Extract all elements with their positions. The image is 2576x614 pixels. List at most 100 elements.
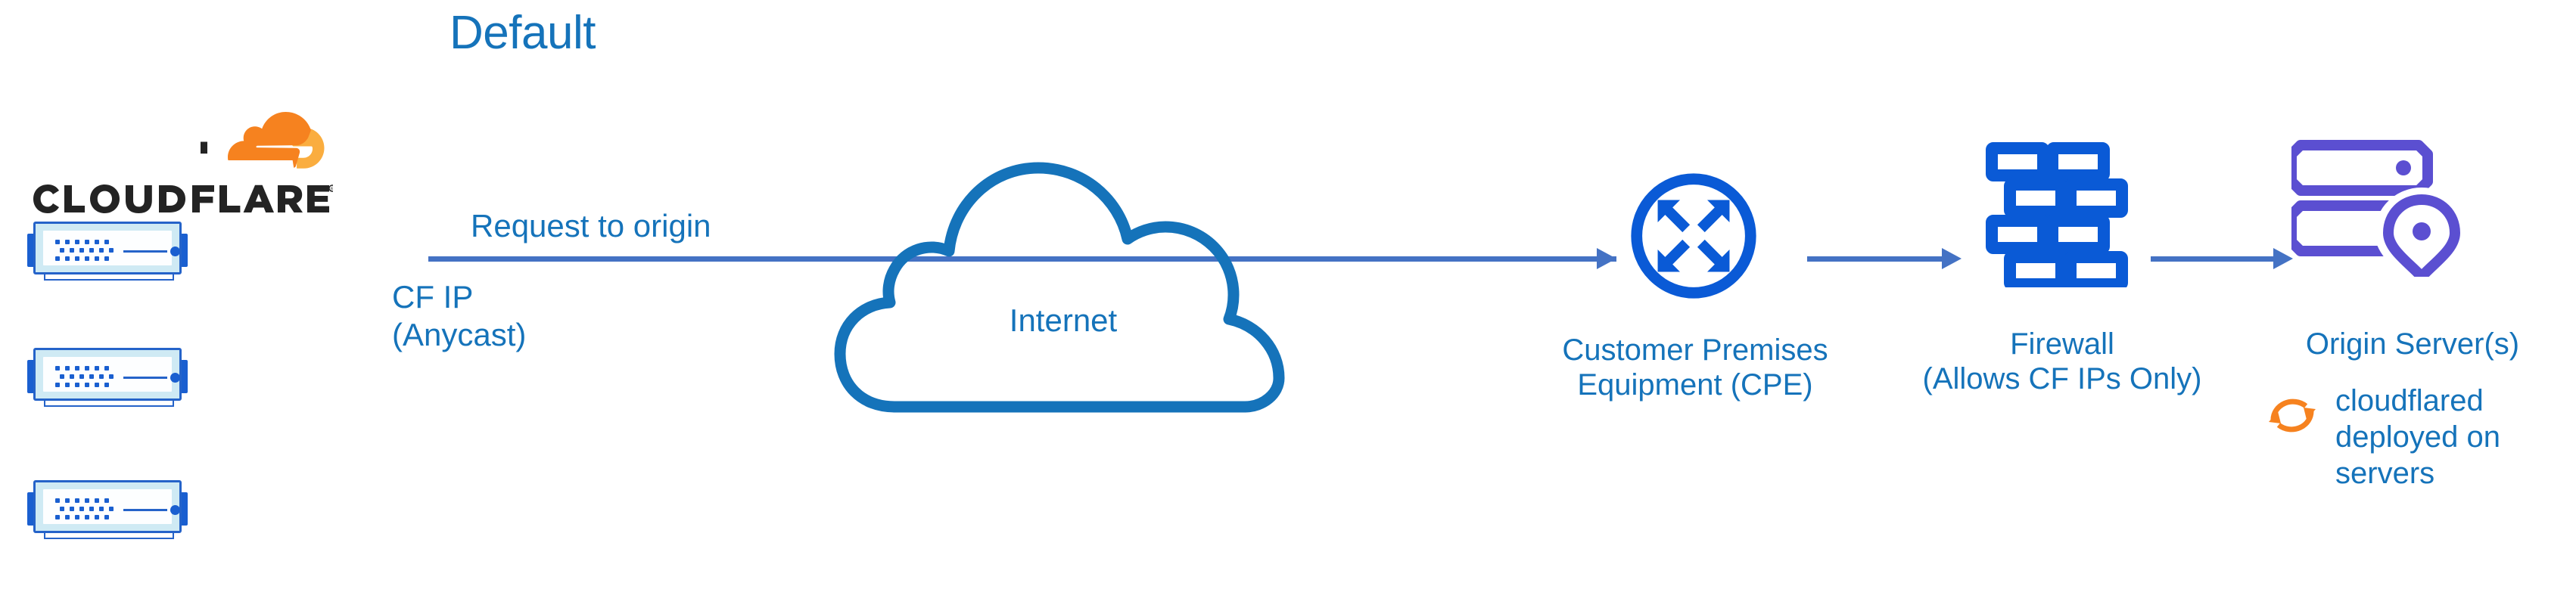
cf-ip-line-1: CF IP — [392, 279, 474, 315]
server-location-icon — [2286, 140, 2469, 294]
rack-vent-dot — [104, 256, 109, 261]
rack-vent-dot — [95, 256, 99, 261]
cloudflared-note-text: cloudflared deployed on servers — [2335, 383, 2547, 492]
cloudflared-note: cloudflared deployed on servers — [2263, 383, 2565, 519]
rack-vent-dot — [55, 366, 60, 371]
rack-status-led — [170, 373, 180, 383]
rack-body — [33, 222, 182, 274]
rack-vent-grid — [55, 240, 114, 264]
rack-vent-dot — [65, 256, 70, 261]
rack-vent-dot — [85, 256, 89, 261]
request-to-origin-label: Request to origin — [471, 208, 711, 243]
firewall-to-origin-arrow-line — [2151, 256, 2276, 262]
rack-status-led — [170, 505, 180, 515]
brick-wall-icon — [1986, 142, 2128, 290]
cloudflare-edge-server-rack-2 — [27, 348, 188, 407]
rack-vent-dot — [70, 248, 74, 253]
origin-server-node — [2286, 133, 2481, 294]
rack-vent-dot — [60, 507, 64, 511]
cpe-to-firewall-arrow-head — [1942, 248, 1962, 269]
rack-vent-dot — [55, 498, 60, 503]
rack-face — [43, 489, 180, 524]
rack-vent-dot — [109, 374, 114, 379]
rack-vent-dot — [85, 366, 89, 371]
request-arrow-head — [1597, 248, 1616, 269]
rack-slot-line — [123, 509, 167, 511]
rack-vent-dot — [70, 507, 74, 511]
rack-vent-dot — [104, 240, 109, 244]
rack-slot-line — [123, 250, 167, 253]
cloudflare-wordmark: R — [33, 185, 333, 213]
rack-vent-dot — [95, 498, 99, 503]
rack-vent-dot — [99, 374, 104, 379]
rack-vent-dot — [55, 515, 60, 519]
cpe-label: Customer Premises Equipment (CPE) — [1536, 333, 1854, 402]
cloudflared-note-line-3: servers — [2335, 457, 2435, 490]
rack-vent-dot — [99, 248, 104, 253]
rack-vent-dot — [109, 507, 114, 511]
rack-body — [33, 480, 182, 533]
rack-vent-grid — [55, 366, 114, 390]
rack-vent-dot — [104, 383, 109, 387]
rack-vent-dot — [75, 256, 79, 261]
rack-vent-dot — [95, 366, 99, 371]
page-title: Default — [450, 7, 596, 59]
rack-vent-dot — [60, 248, 64, 253]
rack-slot-line — [123, 377, 167, 379]
rack-vent-dot — [79, 248, 84, 253]
cf-ip-anycast-label: CF IP (Anycast) — [392, 278, 619, 354]
rack-vent-dot — [89, 248, 94, 253]
rack-vent-dot — [95, 240, 99, 244]
request-arrow-line — [428, 256, 1616, 262]
rack-vent-dot — [85, 515, 89, 519]
cpe-node — [1610, 168, 1777, 304]
rack-vent-dot — [104, 498, 109, 503]
rack-vent-dot — [89, 507, 94, 511]
internet-cloud-node: Internet — [832, 113, 1294, 416]
rack-vent-dot — [95, 383, 99, 387]
rack-vent-dot — [55, 240, 60, 244]
cloudflared-note-line-1: cloudflared — [2335, 384, 2484, 417]
rack-vent-dot — [75, 383, 79, 387]
rack-vent-dot — [65, 366, 70, 371]
router-icon — [1631, 173, 1756, 299]
cpe-label-line-1: Customer Premises — [1562, 333, 1828, 367]
cf-ip-line-2: (Anycast) — [392, 317, 527, 352]
rack-vent-dot — [55, 256, 60, 261]
rack-vent-dot — [79, 374, 84, 379]
rack-status-led — [170, 247, 180, 256]
cloudflare-brand: R — [30, 106, 333, 219]
rack-vent-dot — [55, 383, 60, 387]
rack-body — [33, 348, 182, 401]
rack-vent-dot — [65, 515, 70, 519]
rack-vent-dot — [65, 498, 70, 503]
cloudflare-edge-server-rack-3 — [27, 480, 188, 539]
rack-vent-dot — [109, 248, 114, 253]
rack-vent-dot — [104, 366, 109, 371]
sync-arrows-icon — [2269, 398, 2316, 433]
firewall-label-line-2: (Allows CF IPs Only) — [1922, 362, 2202, 395]
firewall-label: Firewall (Allows CF IPs Only) — [1899, 327, 2225, 396]
internet-label: Internet — [1009, 302, 1118, 338]
cloudflare-edge-server-rack-1 — [27, 222, 188, 281]
firewall-to-origin-arrow-head — [2273, 248, 2293, 269]
firewall-label-line-1: Firewall — [2010, 327, 2114, 361]
rack-vent-dot — [104, 515, 109, 519]
cloudflared-note-line-2: deployed on — [2335, 420, 2500, 454]
rack-vent-dot — [65, 383, 70, 387]
rack-vent-dot — [79, 507, 84, 511]
svg-text:R: R — [331, 188, 333, 192]
firewall-node — [1983, 136, 2142, 290]
rack-face — [43, 357, 180, 392]
rack-vent-dot — [65, 240, 70, 244]
rack-vent-dot — [75, 498, 79, 503]
rack-face — [43, 231, 180, 265]
rack-vent-dot — [60, 374, 64, 379]
rack-vent-dot — [95, 515, 99, 519]
rack-vent-dot — [75, 240, 79, 244]
origin-server-label: Origin Server(s) — [2305, 327, 2520, 361]
rack-vent-dot — [89, 374, 94, 379]
rack-vent-dot — [70, 374, 74, 379]
rack-vent-dot — [75, 366, 79, 371]
rack-vent-dot — [75, 515, 79, 519]
